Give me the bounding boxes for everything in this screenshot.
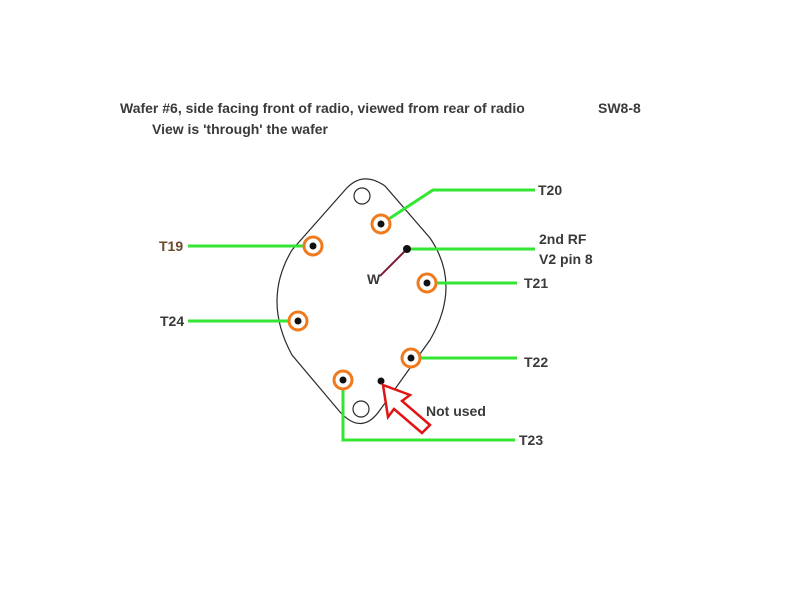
terminal-t22-dot bbox=[407, 354, 415, 362]
wiper-contact-dot bbox=[403, 245, 411, 253]
label-t23: T23 bbox=[519, 432, 544, 448]
label-t19: T19 bbox=[159, 238, 184, 254]
mounting-hole-bottom bbox=[352, 400, 370, 418]
wire-t23 bbox=[341, 380, 515, 442]
wiper-line bbox=[379, 248, 408, 277]
label-t24: T24 bbox=[160, 313, 185, 329]
label-wiper: W bbox=[367, 271, 381, 287]
terminal-t19-dot bbox=[309, 242, 317, 250]
label-t22: T22 bbox=[524, 354, 549, 370]
terminal-t20-dot bbox=[377, 220, 385, 228]
diagram-id: SW8-8 bbox=[598, 100, 641, 116]
mounting-hole-top bbox=[353, 187, 371, 205]
pointer-arrow bbox=[381, 383, 432, 435]
terminal-t24-dot bbox=[294, 317, 302, 325]
wire-t20 bbox=[380, 188, 535, 226]
label-t20: T20 bbox=[538, 182, 563, 198]
label-rf-line-2: V2 pin 8 bbox=[539, 251, 593, 267]
wafer-outline bbox=[276, 178, 447, 425]
terminal-unused-dot bbox=[377, 377, 385, 385]
caption-line-1: Wafer #6, side facing front of radio, vi… bbox=[120, 100, 525, 116]
caption-line-2: View is 'through' the wafer bbox=[152, 121, 328, 137]
label-t21: T21 bbox=[524, 275, 549, 291]
label-not-used: Not used bbox=[426, 403, 486, 419]
label-rf-line-1: 2nd RF bbox=[539, 231, 587, 247]
terminal-t21-dot bbox=[423, 279, 431, 287]
terminal-t23-dot bbox=[339, 376, 347, 384]
